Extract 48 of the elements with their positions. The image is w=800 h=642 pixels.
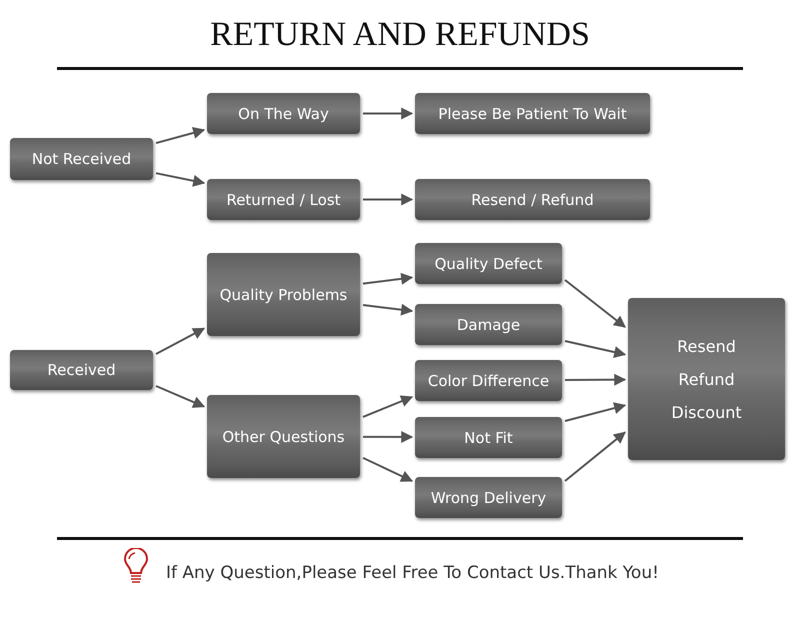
process-box: [415, 360, 562, 401]
arrow: [363, 108, 414, 120]
box-label: Wrong Delivery: [430, 488, 546, 506]
footer-note: If Any Question,Please Feel Free To Contact Us.Thank You!: [166, 563, 659, 583]
box-label: Resend / Refund: [471, 190, 594, 208]
arrow: [156, 385, 206, 408]
box-label: Quality Defect: [434, 254, 542, 272]
arrow: [362, 304, 414, 316]
process-box: [10, 350, 153, 390]
arrow: [564, 279, 626, 328]
process-box: [415, 93, 650, 134]
process-box: [415, 179, 650, 220]
box-label: Refund: [678, 370, 735, 388]
arrow: [156, 328, 206, 355]
box-label: Not Fit: [464, 428, 513, 446]
arrow: [156, 127, 206, 144]
arrow: [564, 340, 626, 358]
arrow: [362, 272, 414, 285]
box-label: Returned / Lost: [226, 190, 341, 208]
arrow: [565, 374, 626, 386]
title: RETURN AND REFUNDS: [209, 16, 591, 54]
box-label: Resend: [677, 336, 736, 356]
box-label: Received: [47, 361, 116, 379]
box-label: Color Difference: [428, 372, 550, 390]
process-box: [207, 253, 360, 336]
process-box: [415, 304, 562, 345]
box-label: Quality Problems: [220, 286, 348, 304]
arrow: [362, 396, 414, 418]
arrow: [363, 431, 414, 443]
box-label: Please Be Patient To Wait: [438, 104, 627, 122]
box-label: Other Questions: [222, 428, 345, 446]
process-box: [628, 298, 785, 460]
arrow: [564, 432, 626, 482]
process-box: [10, 138, 153, 180]
arrow: [156, 172, 206, 187]
box-label: On The Way: [238, 104, 329, 122]
box-label: Discount: [671, 402, 742, 422]
process-box: [415, 417, 562, 458]
process-box: [415, 243, 562, 284]
process-box: [415, 477, 562, 518]
arrow: [564, 402, 626, 422]
box-label: Not Received: [32, 150, 132, 168]
process-box: [207, 93, 360, 134]
process-box: [207, 179, 360, 220]
box-label: Damage: [456, 316, 520, 334]
process-box: [207, 395, 360, 478]
arrow: [362, 456, 414, 482]
arrow: [363, 194, 414, 206]
